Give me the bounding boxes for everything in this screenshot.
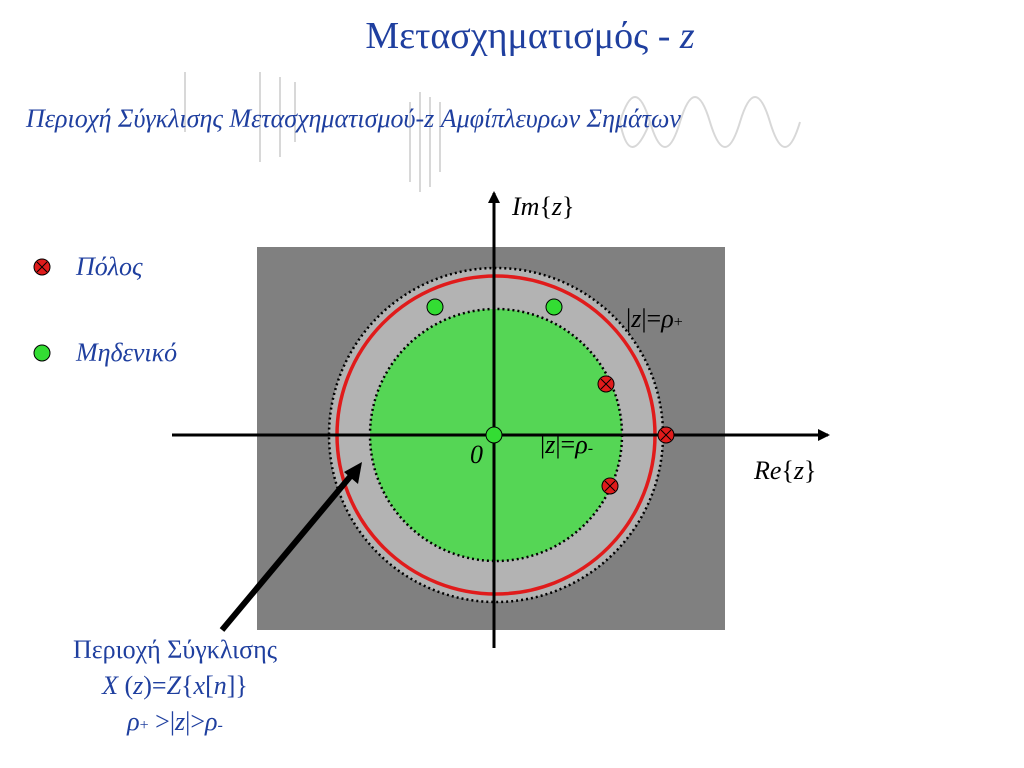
outer-radius-label: |z|=ρ+ [626,304,683,333]
pole-marker [657,426,675,444]
real-axis-label: Re{z} [754,456,817,485]
origin-label: 0 [470,440,483,469]
roc-caption-transform: X (z)=Z{x[n]} [102,671,248,700]
roc-pointer-arrowhead [344,462,362,484]
roc-caption: Περιοχή Σύγκλισης X (z)=Z{x[n]} ρ+ >|z|>… [20,632,330,744]
roc-caption-inequality: ρ+ >|z|>ρ- [127,707,223,736]
legend-pole: Πόλος [32,252,143,282]
signal-watermark-graphic [184,72,801,192]
legend-pole-label: Πόλος [76,252,143,281]
legend-zero-label: Μηδενικό [76,338,178,367]
page-title: Μετασχηματισμός - z [365,15,695,57]
pole-marker [597,375,615,393]
roc-caption-title: Περιοχή Σύγκλισης [72,635,278,664]
zero-marker [545,298,563,316]
inner-radius-label: |z|=ρ- [540,430,594,459]
imaginary-axis-label: Im{z} [512,192,575,221]
pole-icon [33,258,51,276]
zero-icon [33,344,51,362]
legend-zero: Μηδενικό [32,338,177,368]
zero-marker [485,426,503,444]
pole-marker [601,477,619,495]
zero-marker [426,298,444,316]
roc-pointer-arrow [219,470,357,632]
subtitle: Περιοχή Σύγκλισης Μετασχηματισμού-z Αμφί… [26,104,681,133]
